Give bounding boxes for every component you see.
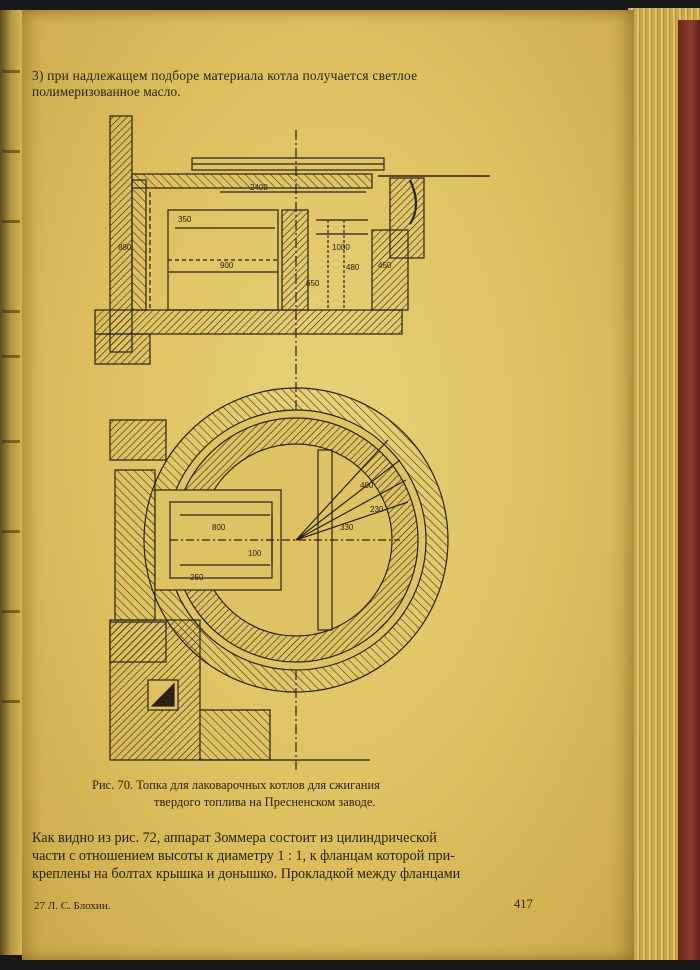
body-text-line: креплены на болтах крышка и донышко. Про… <box>32 866 461 882</box>
dimension-label: 900 <box>220 261 234 270</box>
dimension-label: 330 <box>340 523 354 532</box>
dimension-label: 350 <box>178 215 192 224</box>
dimension-label: 880 <box>118 243 132 252</box>
dimension-label: 2400 <box>250 183 268 192</box>
dimension-label: 650 <box>306 279 320 288</box>
dimension-label: 230 <box>370 505 384 514</box>
dimension-label: 450 <box>378 261 392 270</box>
signature-mark: 27 Л. С. Блохин. <box>34 900 111 912</box>
dimension-label: 250 <box>190 573 204 582</box>
figure-caption: Рис. 70. Топка для лаковарочных котлов д… <box>92 778 380 792</box>
furnace-technical-drawing: 2400 350 900 1000 480 650 880 450 800 10… <box>94 115 490 770</box>
dimension-label: 100 <box>248 549 262 558</box>
base-slab <box>94 309 403 335</box>
book-page: 3) при надлежащем подборе материала котл… <box>22 10 634 960</box>
body-text-line: части с отношением высоты к диаметру 1 :… <box>32 848 455 864</box>
page-number: 417 <box>514 897 533 911</box>
foundation <box>94 333 151 365</box>
dimension-label: 800 <box>212 523 226 532</box>
book-cover-edge <box>678 20 700 960</box>
left-block-top <box>109 419 167 461</box>
top-slab <box>131 173 373 189</box>
figure-caption: твердого топлива на Пресненском заводе. <box>154 795 376 809</box>
left-page-edge <box>0 10 24 955</box>
text-line: 3) при надлежащем подборе материала котл… <box>32 68 418 83</box>
right-flue <box>317 449 333 631</box>
inner-wall <box>131 179 147 311</box>
left-block <box>114 469 156 621</box>
dimension-label: 1000 <box>332 243 350 252</box>
body-text-line: Как видно из рис. 72, аппарат Зоммера со… <box>32 830 437 846</box>
center-pier <box>281 209 309 311</box>
dimension-label: 400 <box>360 481 374 490</box>
text-line: полимеризованное масло. <box>32 84 181 99</box>
dimension-label: 480 <box>346 263 360 272</box>
right-chimney <box>389 177 425 259</box>
